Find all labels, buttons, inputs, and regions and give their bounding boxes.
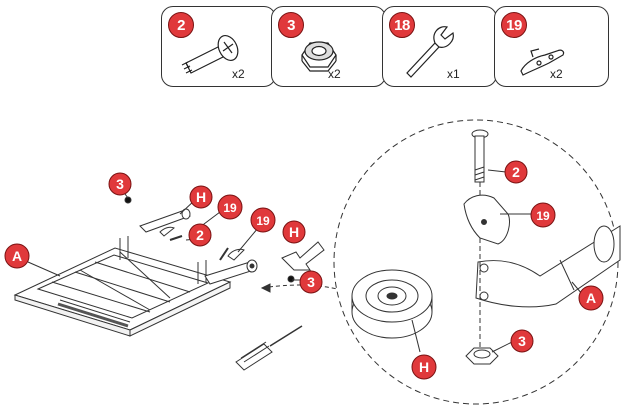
quantity-label: x2: [328, 67, 341, 81]
callout-label: A: [586, 290, 596, 306]
callout-h-detail: H: [411, 354, 437, 380]
bracket-clip-icon: [520, 48, 565, 76]
callout-3-left: 3: [108, 172, 132, 196]
bolt-icon: [181, 35, 239, 74]
locknut-icon: [301, 41, 337, 72]
callout-2-detail: 2: [504, 160, 528, 184]
callout-label: 3: [518, 333, 526, 349]
callout-label: H: [289, 224, 299, 240]
callout-3-right: 3: [299, 270, 323, 294]
callout-label: 3: [307, 274, 315, 290]
part-card-bracket-clip: 19 x2: [494, 6, 609, 87]
callout-19-detail: 19: [530, 202, 556, 228]
part-number-badge: 19: [501, 12, 527, 38]
callout-19-right: 19: [250, 207, 276, 233]
part-number-badge: 18: [389, 12, 415, 38]
callout-19-top: 19: [217, 194, 243, 220]
screwdriver-icon: [235, 325, 303, 371]
quantity-label: x2: [232, 67, 245, 81]
fork-arm-detail: [475, 225, 621, 308]
callout-2-main: 2: [188, 223, 212, 247]
callout-label: 2: [512, 164, 520, 180]
callout-label: H: [196, 189, 206, 205]
frame-outline: [13, 208, 258, 337]
quantity-label: x1: [447, 67, 460, 81]
callout-label: 19: [536, 209, 550, 223]
part-card-wrench: 18 x1: [382, 6, 497, 87]
wheel-detail: [351, 269, 433, 339]
callout-badges: A 3 H 19 2 19: [4, 160, 604, 380]
part-number-badge: 2: [168, 12, 194, 38]
part-card-locknut: 3 x2: [271, 6, 386, 87]
quantity-label: x2: [550, 67, 563, 81]
callout-label: 3: [116, 176, 124, 192]
part-card-bolt: 2 x2: [161, 6, 276, 87]
part-number-badge: 3: [278, 12, 304, 38]
callout-a-detail: A: [578, 285, 604, 311]
callout-label: 2: [196, 227, 204, 243]
wrench-icon: [406, 26, 454, 78]
callout-label: A: [12, 248, 22, 264]
callout-h-top: H: [189, 185, 213, 209]
callout-label: H: [419, 359, 429, 375]
callout-3-detail: 3: [510, 329, 534, 353]
callout-label: 19: [256, 214, 270, 228]
callout-h-right: H: [282, 220, 306, 244]
callout-a-frame: A: [4, 243, 30, 269]
callout-label: 19: [223, 201, 237, 215]
